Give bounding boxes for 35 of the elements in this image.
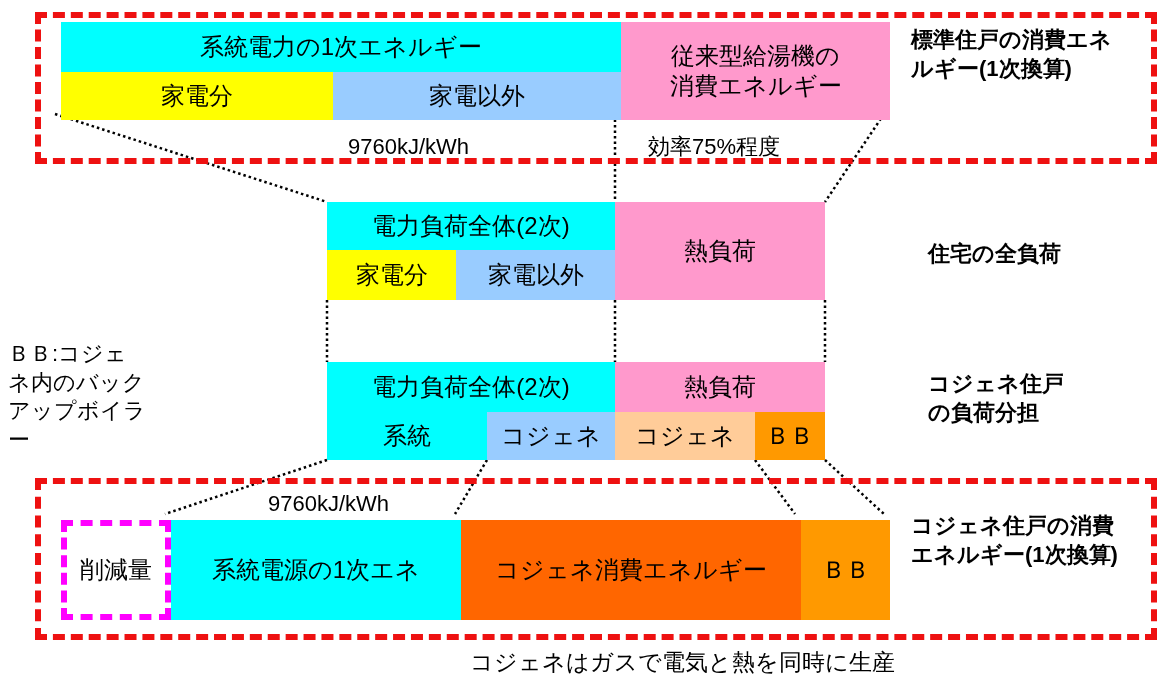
bar-segment: コジェネ	[615, 412, 755, 460]
bar-segment: 電力負荷全体(2次)	[327, 362, 615, 412]
projection-line	[754, 459, 796, 515]
projection-line	[824, 459, 885, 515]
bar-segment: コジェネ消費エネルギー	[461, 520, 801, 620]
bar-segment: 家電分	[61, 72, 333, 120]
projection-line	[613, 300, 617, 362]
bar-segment: 家電以外	[333, 72, 621, 120]
frame-heading: コジェネ住戸の消費エネルギー(1次換算)	[911, 512, 1119, 569]
bar-segment: ＢＢ	[801, 520, 890, 620]
caption: コジェネはガスで電気と熱を同時に生産	[470, 648, 895, 677]
bar-segment: ＢＢ	[755, 412, 825, 460]
bar-segment: 系統電源の1次エネ	[171, 520, 461, 620]
bar-segment: 従来型給湯機の消費エネルギー	[621, 22, 890, 120]
bar-segment: 家電以外	[456, 250, 615, 300]
bar-segment: 家電分	[327, 250, 456, 300]
reduction-box: 削減量	[61, 520, 171, 620]
row-heading: コジェネ住戸の負荷分担	[928, 370, 1065, 427]
frame-heading: 標準住戸の消費エネルギー(1次換算)	[911, 26, 1113, 83]
projection-line	[823, 300, 827, 362]
projection-line	[325, 300, 329, 362]
bar-segment: コジェネ	[487, 412, 615, 460]
bar-segment: 電力負荷全体(2次)	[327, 202, 615, 250]
bar-segment: 系統	[327, 412, 487, 460]
value-label: 9760kJ/kWh	[348, 133, 470, 161]
dashed-frame	[35, 478, 1157, 640]
bar-segment: 系統電力の1次エネルギー	[61, 22, 621, 72]
dashed-frame	[35, 12, 1157, 164]
row-heading: 住宅の全負荷	[928, 240, 1061, 268]
value-label: 効率75%程度	[648, 133, 781, 161]
bar-segment: 熱負荷	[615, 362, 825, 412]
projection-line	[453, 459, 489, 515]
note-text: ＢＢ:コジェネ内のバックアップボイラー	[8, 340, 147, 454]
value-label: 9760kJ/kWh	[268, 490, 390, 518]
bar-segment: 熱負荷	[615, 202, 825, 300]
